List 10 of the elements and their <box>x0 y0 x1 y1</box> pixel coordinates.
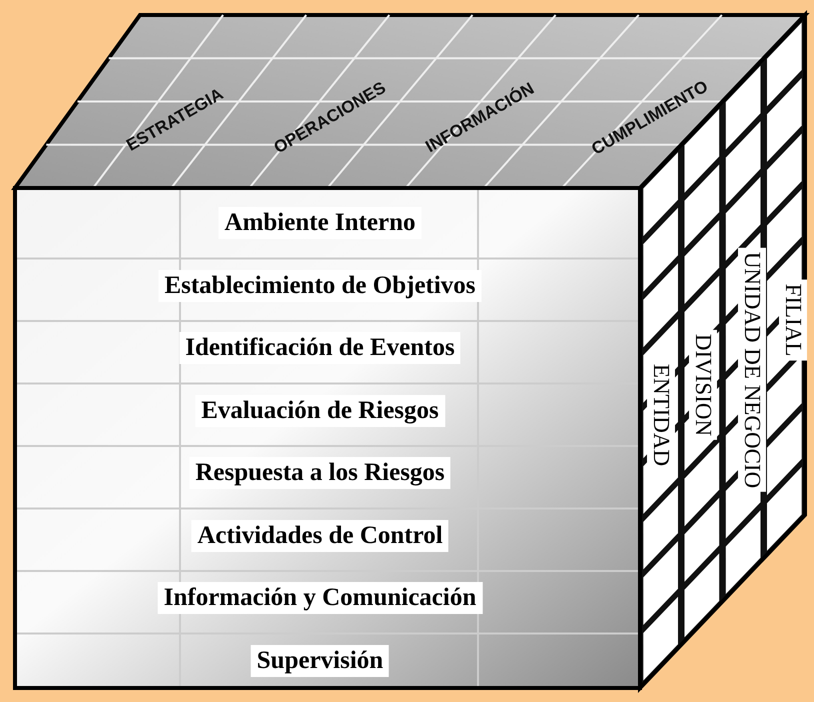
component-label: Evaluación de Riesgos <box>195 394 445 427</box>
unit-label: DIVISION <box>689 330 717 440</box>
component-label: Establecimiento de Objetivos <box>158 270 482 302</box>
component-label: Respuesta a los Riesgos <box>189 457 451 490</box>
component-label: Supervisión <box>250 644 390 677</box>
component-label: Información y Comunicación <box>158 582 482 614</box>
component-label: Identificación de Eventos <box>179 332 461 364</box>
unit-label: FILIAL <box>779 280 807 360</box>
component-label: Ambiente Interno <box>218 207 422 240</box>
component-label: Actividades de Control <box>191 520 449 552</box>
